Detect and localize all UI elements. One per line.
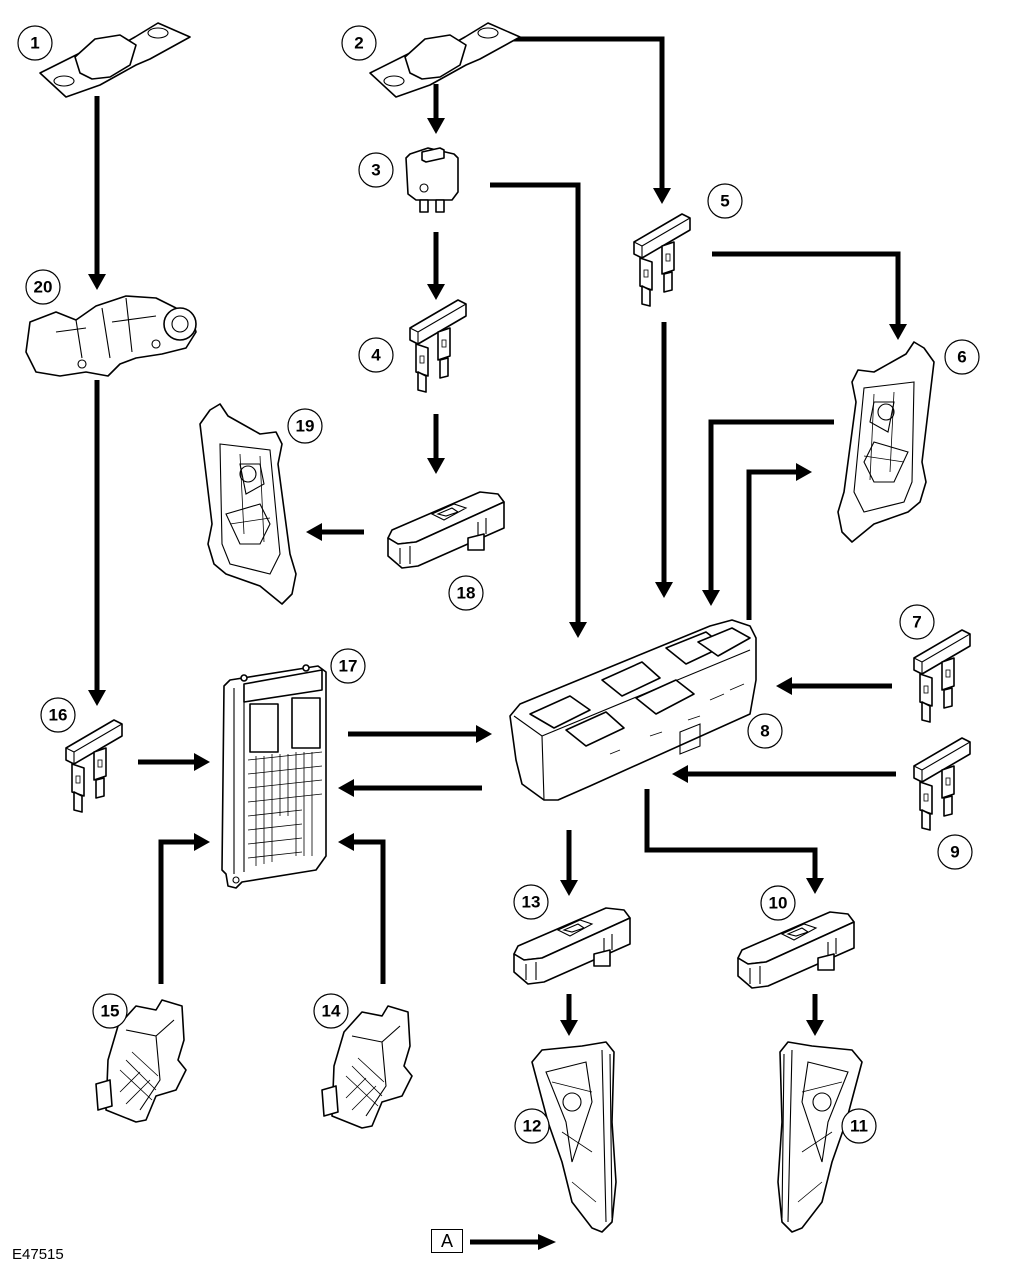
- arrow-2-to-5: [507, 36, 665, 190]
- callout-16: 16: [40, 697, 76, 733]
- component-6-window-regulator: [837, 341, 935, 543]
- svg-text:13: 13: [522, 893, 541, 912]
- component-2-mega-fuse: [369, 22, 521, 98]
- arrow-5-to-6: [712, 251, 901, 326]
- callout-18: 18: [448, 575, 484, 611]
- svg-text:15: 15: [101, 1002, 120, 1021]
- svg-text:6: 6: [957, 348, 966, 367]
- callout-13: 13: [513, 884, 549, 920]
- svg-text:9: 9: [950, 843, 959, 862]
- callout-10: 10: [760, 885, 796, 921]
- svg-text:19: 19: [296, 417, 315, 436]
- svg-text:8: 8: [760, 722, 769, 741]
- svg-text:7: 7: [912, 613, 921, 632]
- svg-text:10: 10: [769, 894, 788, 913]
- component-3-relay: [405, 147, 459, 213]
- component-20-ignition-switch: [25, 295, 197, 377]
- svg-text:11: 11: [850, 1117, 868, 1136]
- connection-arrows: [88, 36, 907, 1250]
- callout-4: 4: [358, 337, 394, 373]
- svg-text:12: 12: [523, 1117, 542, 1136]
- callout-19: 19: [287, 408, 323, 444]
- svg-text:2: 2: [354, 34, 363, 53]
- arrow-15-to-17: [158, 839, 196, 984]
- callout-11: 11: [841, 1108, 877, 1144]
- callout-12: 12: [514, 1108, 550, 1144]
- callout-3: 3: [358, 152, 394, 188]
- callout-9: 9: [937, 834, 973, 870]
- svg-text:17: 17: [339, 657, 358, 676]
- callout-17: 17: [330, 648, 366, 684]
- component-19-window-regulator: [199, 403, 297, 605]
- key-label-box: A: [431, 1229, 463, 1253]
- callout-8: 8: [747, 713, 783, 749]
- component-18-window-switch: [387, 491, 505, 569]
- svg-text:14: 14: [322, 1002, 341, 1021]
- arrow-6-to-8: [708, 419, 834, 592]
- callout-20: 20: [25, 269, 61, 305]
- svg-text:4: 4: [371, 346, 381, 365]
- component-9-blade-fuse: [913, 737, 971, 831]
- component-10-window-switch: [737, 911, 855, 989]
- component-5-blade-fuse: [633, 213, 691, 307]
- arrow-8-to-10: [644, 789, 818, 880]
- arrowhead: [88, 274, 106, 290]
- component-16-blade-fuse: [65, 719, 123, 813]
- arrow-14-to-17: [352, 839, 386, 984]
- svg-text:20: 20: [34, 278, 53, 297]
- component-7-blade-fuse: [913, 629, 971, 723]
- arrow-8-to-6: [746, 469, 798, 620]
- figure-id: E47515: [12, 1246, 64, 1263]
- callout-14: 14: [313, 993, 349, 1029]
- component-1-mega-fuse: [39, 22, 191, 98]
- component-8-window-switch-pack: [509, 619, 757, 801]
- callout-6: 6: [944, 339, 980, 375]
- svg-text:16: 16: [49, 706, 68, 725]
- svg-text:3: 3: [371, 161, 380, 180]
- svg-text:18: 18: [457, 584, 476, 603]
- callout-label: 1: [30, 34, 39, 53]
- svg-text:5: 5: [720, 192, 729, 211]
- callout-2: 2: [341, 25, 377, 61]
- callout-5: 5: [707, 183, 743, 219]
- callout-7: 7: [899, 604, 935, 640]
- callout-1: 1: [17, 25, 53, 61]
- component-4-blade-fuse: [409, 299, 467, 393]
- component-17-central-junction-box: [221, 664, 327, 889]
- callout-15: 15: [92, 993, 128, 1029]
- arrow-3-to-8: [490, 182, 581, 624]
